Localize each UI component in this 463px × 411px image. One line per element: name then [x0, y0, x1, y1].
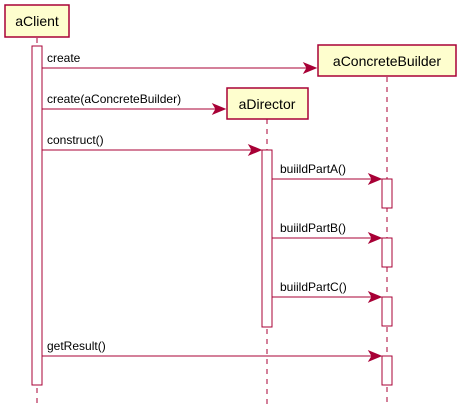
- activation-builder-result: [381, 355, 393, 386]
- message-build-part-a: buiildPartA(): [272, 162, 383, 186]
- message-create: create: [42, 51, 318, 75]
- activation-client: [31, 45, 43, 386]
- activation-director: [261, 149, 273, 328]
- participant-client-label: aClient: [15, 13, 59, 29]
- activation-builder-a: [381, 178, 393, 209]
- message-get-result-label: getResult(): [47, 339, 106, 353]
- participant-client: aClient: [4, 4, 70, 38]
- message-build-part-c: buiildPartC(): [272, 280, 383, 304]
- message-get-result: getResult(): [42, 339, 383, 363]
- participant-director-label: aDirector: [239, 96, 296, 112]
- activation-builder-c: [381, 296, 393, 327]
- message-build-part-c-label: buiildPartC(): [280, 280, 347, 294]
- message-create-label: create: [47, 51, 81, 65]
- message-construct: construct(): [42, 133, 263, 157]
- message-build-part-b: buiildPartB(): [272, 221, 383, 245]
- message-build-part-a-label: buiildPartA(): [280, 162, 346, 176]
- message-create-director: create(aConcreteBuilder): [42, 92, 227, 116]
- participant-director: aDirector: [226, 87, 309, 120]
- activation-builder-b: [381, 237, 393, 268]
- participant-builder-label: aConcreteBuilder: [333, 53, 442, 69]
- message-build-part-b-label: buiildPartB(): [280, 221, 346, 235]
- message-create-director-label: create(aConcreteBuilder): [47, 92, 181, 106]
- message-construct-label: construct(): [47, 133, 104, 147]
- participant-builder: aConcreteBuilder: [317, 44, 457, 77]
